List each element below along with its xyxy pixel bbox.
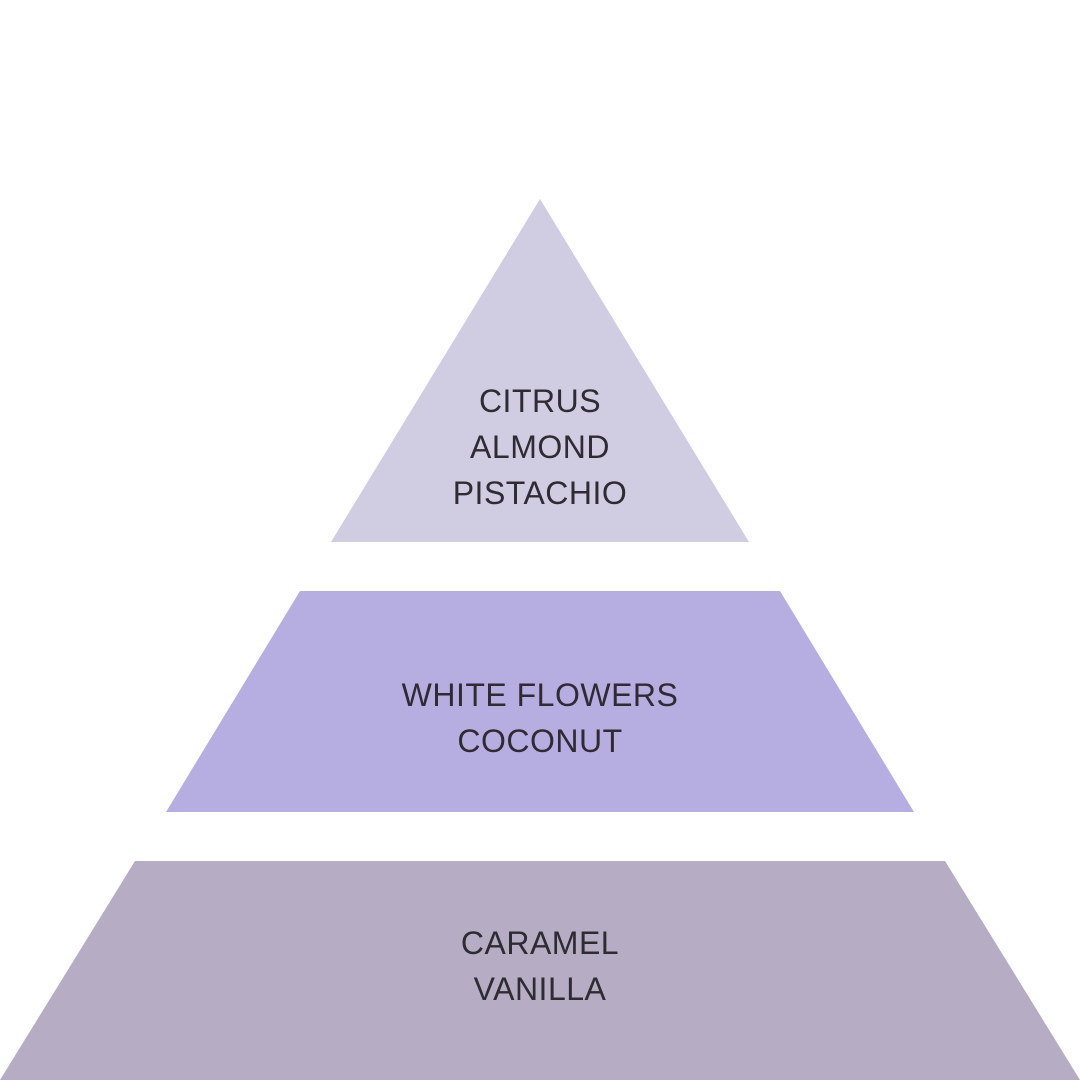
- tier-base-shape: [0, 861, 1080, 1080]
- tier-base-line: VANILLA: [473, 971, 607, 1007]
- tier-middle-line: WHITE FLOWERS: [401, 677, 679, 713]
- tier-middle-shape: [166, 591, 914, 812]
- tier-base-label: CARAMEL VANILLA: [0, 920, 1080, 1012]
- tier-top-line: CITRUS: [478, 383, 602, 419]
- tier-middle-label: WHITE FLOWERS COCONUT: [0, 672, 1080, 764]
- tier-top-shape: [331, 199, 749, 542]
- tier-top-label: CITRUS ALMOND PISTACHIO: [0, 378, 1080, 516]
- tier-middle-line: COCONUT: [457, 723, 623, 759]
- tier-top-line: PISTACHIO: [452, 475, 628, 511]
- tier-base-line: CARAMEL: [460, 925, 620, 961]
- tier-top-line: ALMOND: [470, 429, 610, 465]
